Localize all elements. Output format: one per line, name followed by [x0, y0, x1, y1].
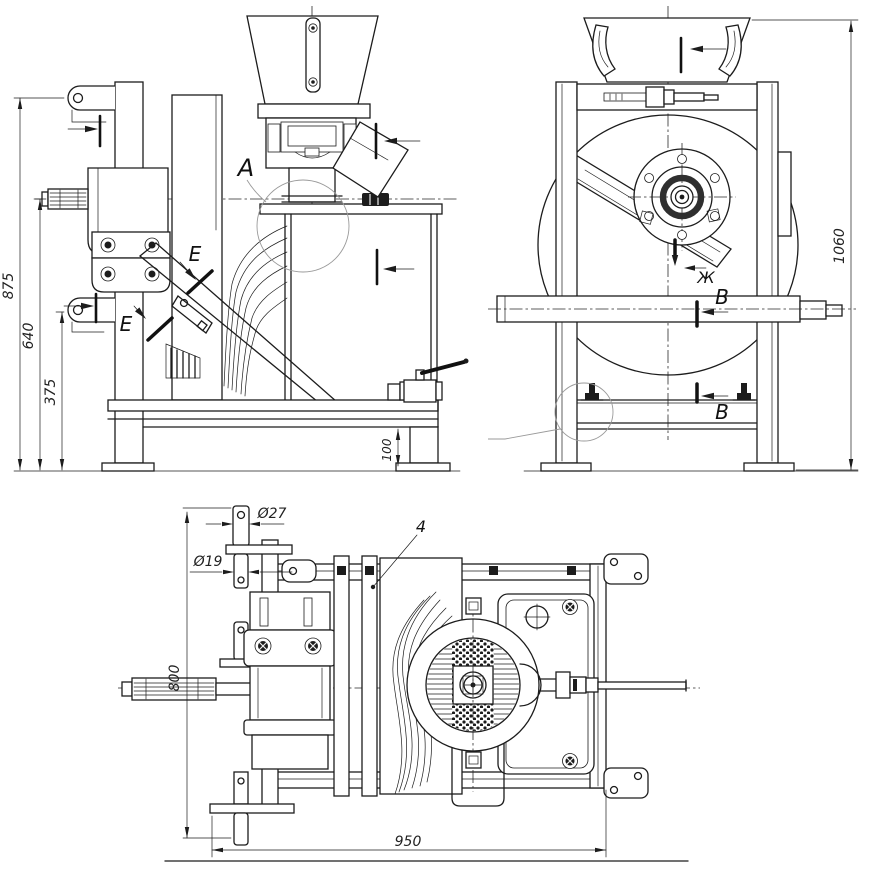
label-section-b-1: B: [715, 285, 729, 309]
upper-lug: [67, 85, 115, 123]
plan-post-strip-1: [333, 555, 350, 797]
plan-pto-shaft: [121, 677, 263, 701]
dim-1060: 1060: [832, 228, 848, 264]
top-cross-member: [576, 83, 758, 111]
motor: [406, 597, 542, 792]
side-view-markers: [63, 114, 421, 342]
gearbox: [41, 167, 171, 293]
side-elevation-view: 875 640 375 100 A E E: [1, 6, 469, 472]
plan-gearbox: [243, 591, 337, 770]
front-dimensions: 1060: [751, 19, 859, 471]
detail-a-circle: [256, 179, 350, 273]
side-dimensions: 875 640 375 100: [1, 97, 401, 471]
gearbox-flange: [628, 143, 736, 251]
leg-detail-callout: [488, 382, 614, 442]
dim-d27: Ø27: [257, 506, 287, 522]
hopper-bracket: [305, 17, 321, 93]
front-elevation-view: 1060 Ж B B: [488, 6, 859, 472]
output-coupling: [538, 671, 687, 699]
label-view-zh: Ж: [696, 268, 715, 287]
front-foot: [101, 462, 155, 472]
front-left-post: [555, 81, 578, 464]
feeder-body: [288, 167, 336, 203]
tank: [259, 193, 443, 402]
brace-plate: [171, 295, 213, 334]
dim-875: 875: [1, 273, 17, 300]
hopper-gusset-left: [592, 24, 616, 77]
pto-shaft: [47, 188, 89, 210]
plan-post-strip-2: [361, 555, 378, 797]
corner-tab-bottom: [603, 767, 649, 799]
ball-valve: [387, 358, 469, 403]
front-bottom-rails: [576, 383, 758, 430]
detail-a-callout: [246, 179, 350, 273]
label-section-e-2: E: [120, 312, 133, 336]
housing-circle: [537, 114, 799, 376]
item-4-callout: 4: [370, 517, 426, 590]
hopper-gusset-right: [718, 24, 742, 77]
dim-d19: Ø19: [193, 554, 223, 570]
dim-100: 100: [380, 438, 394, 461]
rear-foot: [395, 462, 451, 472]
rail-bolt-left: [580, 383, 604, 401]
front-left-foot: [540, 462, 592, 472]
side-plate: [777, 151, 792, 237]
plan-view: 4 Ø27 Ø19 800 950: [118, 505, 700, 862]
pin-bottom-upper: [233, 771, 249, 805]
discharge-spout: [451, 741, 505, 807]
terminal-box: [519, 663, 542, 707]
front-view-markers: [671, 36, 729, 404]
dim-950: 950: [395, 834, 422, 850]
label-section-b-2: B: [715, 400, 729, 424]
plan-dimensions: Ø27 Ø19 800 950: [164, 506, 689, 862]
dim-375: 375: [43, 379, 59, 406]
stud-bolts: [337, 566, 576, 575]
lower-lug: [67, 297, 115, 333]
valve-handle: [420, 360, 466, 375]
frame-tab: [281, 559, 317, 583]
front-hopper: [583, 17, 751, 83]
pin-bottom: [233, 812, 249, 846]
front-right-foot: [743, 462, 795, 472]
corner-tab-top: [603, 553, 649, 585]
horizontal-shaft: [488, 295, 856, 323]
label-item-4: 4: [416, 517, 426, 536]
dim-640: 640: [21, 323, 37, 350]
label-detail-a: A: [236, 154, 254, 182]
rear-leg: [409, 426, 439, 464]
diagonal-brace: [139, 242, 338, 403]
rear-post: [171, 94, 223, 401]
dim-800: 800: [167, 665, 183, 692]
hopper: [246, 15, 379, 203]
base-frame: [13, 399, 461, 472]
brace-section-hatch: [165, 343, 201, 379]
label-section-e-1: E: [189, 242, 202, 266]
front-right-post: [756, 81, 779, 464]
clamp-plate-lower: [91, 257, 171, 293]
rail-bolt-right: [732, 383, 756, 401]
